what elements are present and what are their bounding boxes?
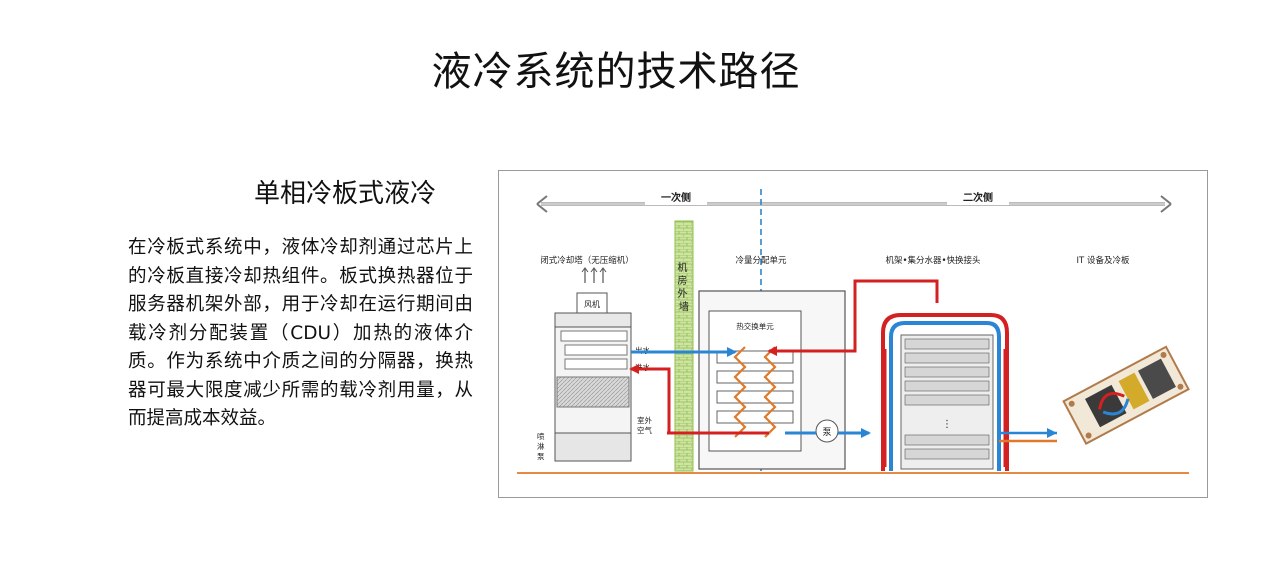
liquid-cooling-diagram: 一次侧 二次侧 闭式冷却塔（无压缩机） 冷量分配单元 机架•集分水器•快换接头 … bbox=[498, 170, 1208, 498]
pump-label: 泵 bbox=[822, 427, 831, 438]
wall-label-2: 房 bbox=[677, 274, 687, 287]
spray-label-1: 喷 bbox=[537, 431, 545, 441]
fan-label: 风机 bbox=[584, 299, 600, 309]
cooling-tower: 风机 bbox=[554, 267, 632, 462]
rack-manifold-label: 机架•集分水器•快换接头 bbox=[885, 255, 981, 266]
server-rack: ⋮ bbox=[881, 313, 1009, 471]
spray-label-2: 淋 bbox=[537, 441, 545, 451]
outdoor-air-label-1: 室外 bbox=[637, 415, 652, 425]
svg-text:⋮: ⋮ bbox=[942, 419, 952, 430]
spray-label-3: 泵 bbox=[537, 452, 545, 461]
outdoor-air-label-2: 空气 bbox=[637, 425, 652, 435]
cdu-label: 冷量分配单元 bbox=[735, 255, 787, 266]
heat-exchanger-label: 热交换单元 bbox=[736, 321, 774, 331]
wall-label-1: 机 bbox=[677, 261, 687, 274]
svg-text:喷 淋 泵: 喷 淋 泵 bbox=[537, 431, 547, 461]
it-equipment-label: IT 设备及冷板 bbox=[1077, 255, 1130, 266]
side-range-arrow bbox=[536, 195, 1172, 213]
svg-text:室外 空气: 室外 空气 bbox=[637, 415, 654, 435]
heat-exchange-coil bbox=[733, 346, 747, 438]
wall-label-3: 外 bbox=[677, 288, 687, 300]
primary-return-pipe bbox=[631, 367, 769, 435]
description-text: 在冷板式系统中，液体冷却剂通过芯片上的冷板直接冷却热组件。板式换热器位于服务器机… bbox=[128, 237, 473, 429]
slide-title: 液冷系统的技术路径 bbox=[431, 49, 801, 95]
it-equipment-cold-plate bbox=[1062, 345, 1190, 446]
svg-text:机 房 外 墙: 机 房 外 墙 bbox=[677, 261, 690, 313]
cooling-tower-label: 闭式冷却塔（无压缩机） bbox=[540, 255, 634, 266]
wall-label-4: 墙 bbox=[679, 300, 689, 313]
primary-side-label: 一次侧 bbox=[661, 191, 691, 204]
machine-room-wall bbox=[674, 220, 694, 472]
secondary-hot-pipe bbox=[769, 279, 939, 353]
section-subtitle: 单相冷板式液冷 bbox=[254, 179, 437, 209]
secondary-side-label: 二次侧 bbox=[963, 191, 993, 204]
inlet-label: 进水 bbox=[635, 362, 650, 372]
outlet-label: 出水 bbox=[635, 345, 650, 355]
pump bbox=[815, 419, 839, 443]
